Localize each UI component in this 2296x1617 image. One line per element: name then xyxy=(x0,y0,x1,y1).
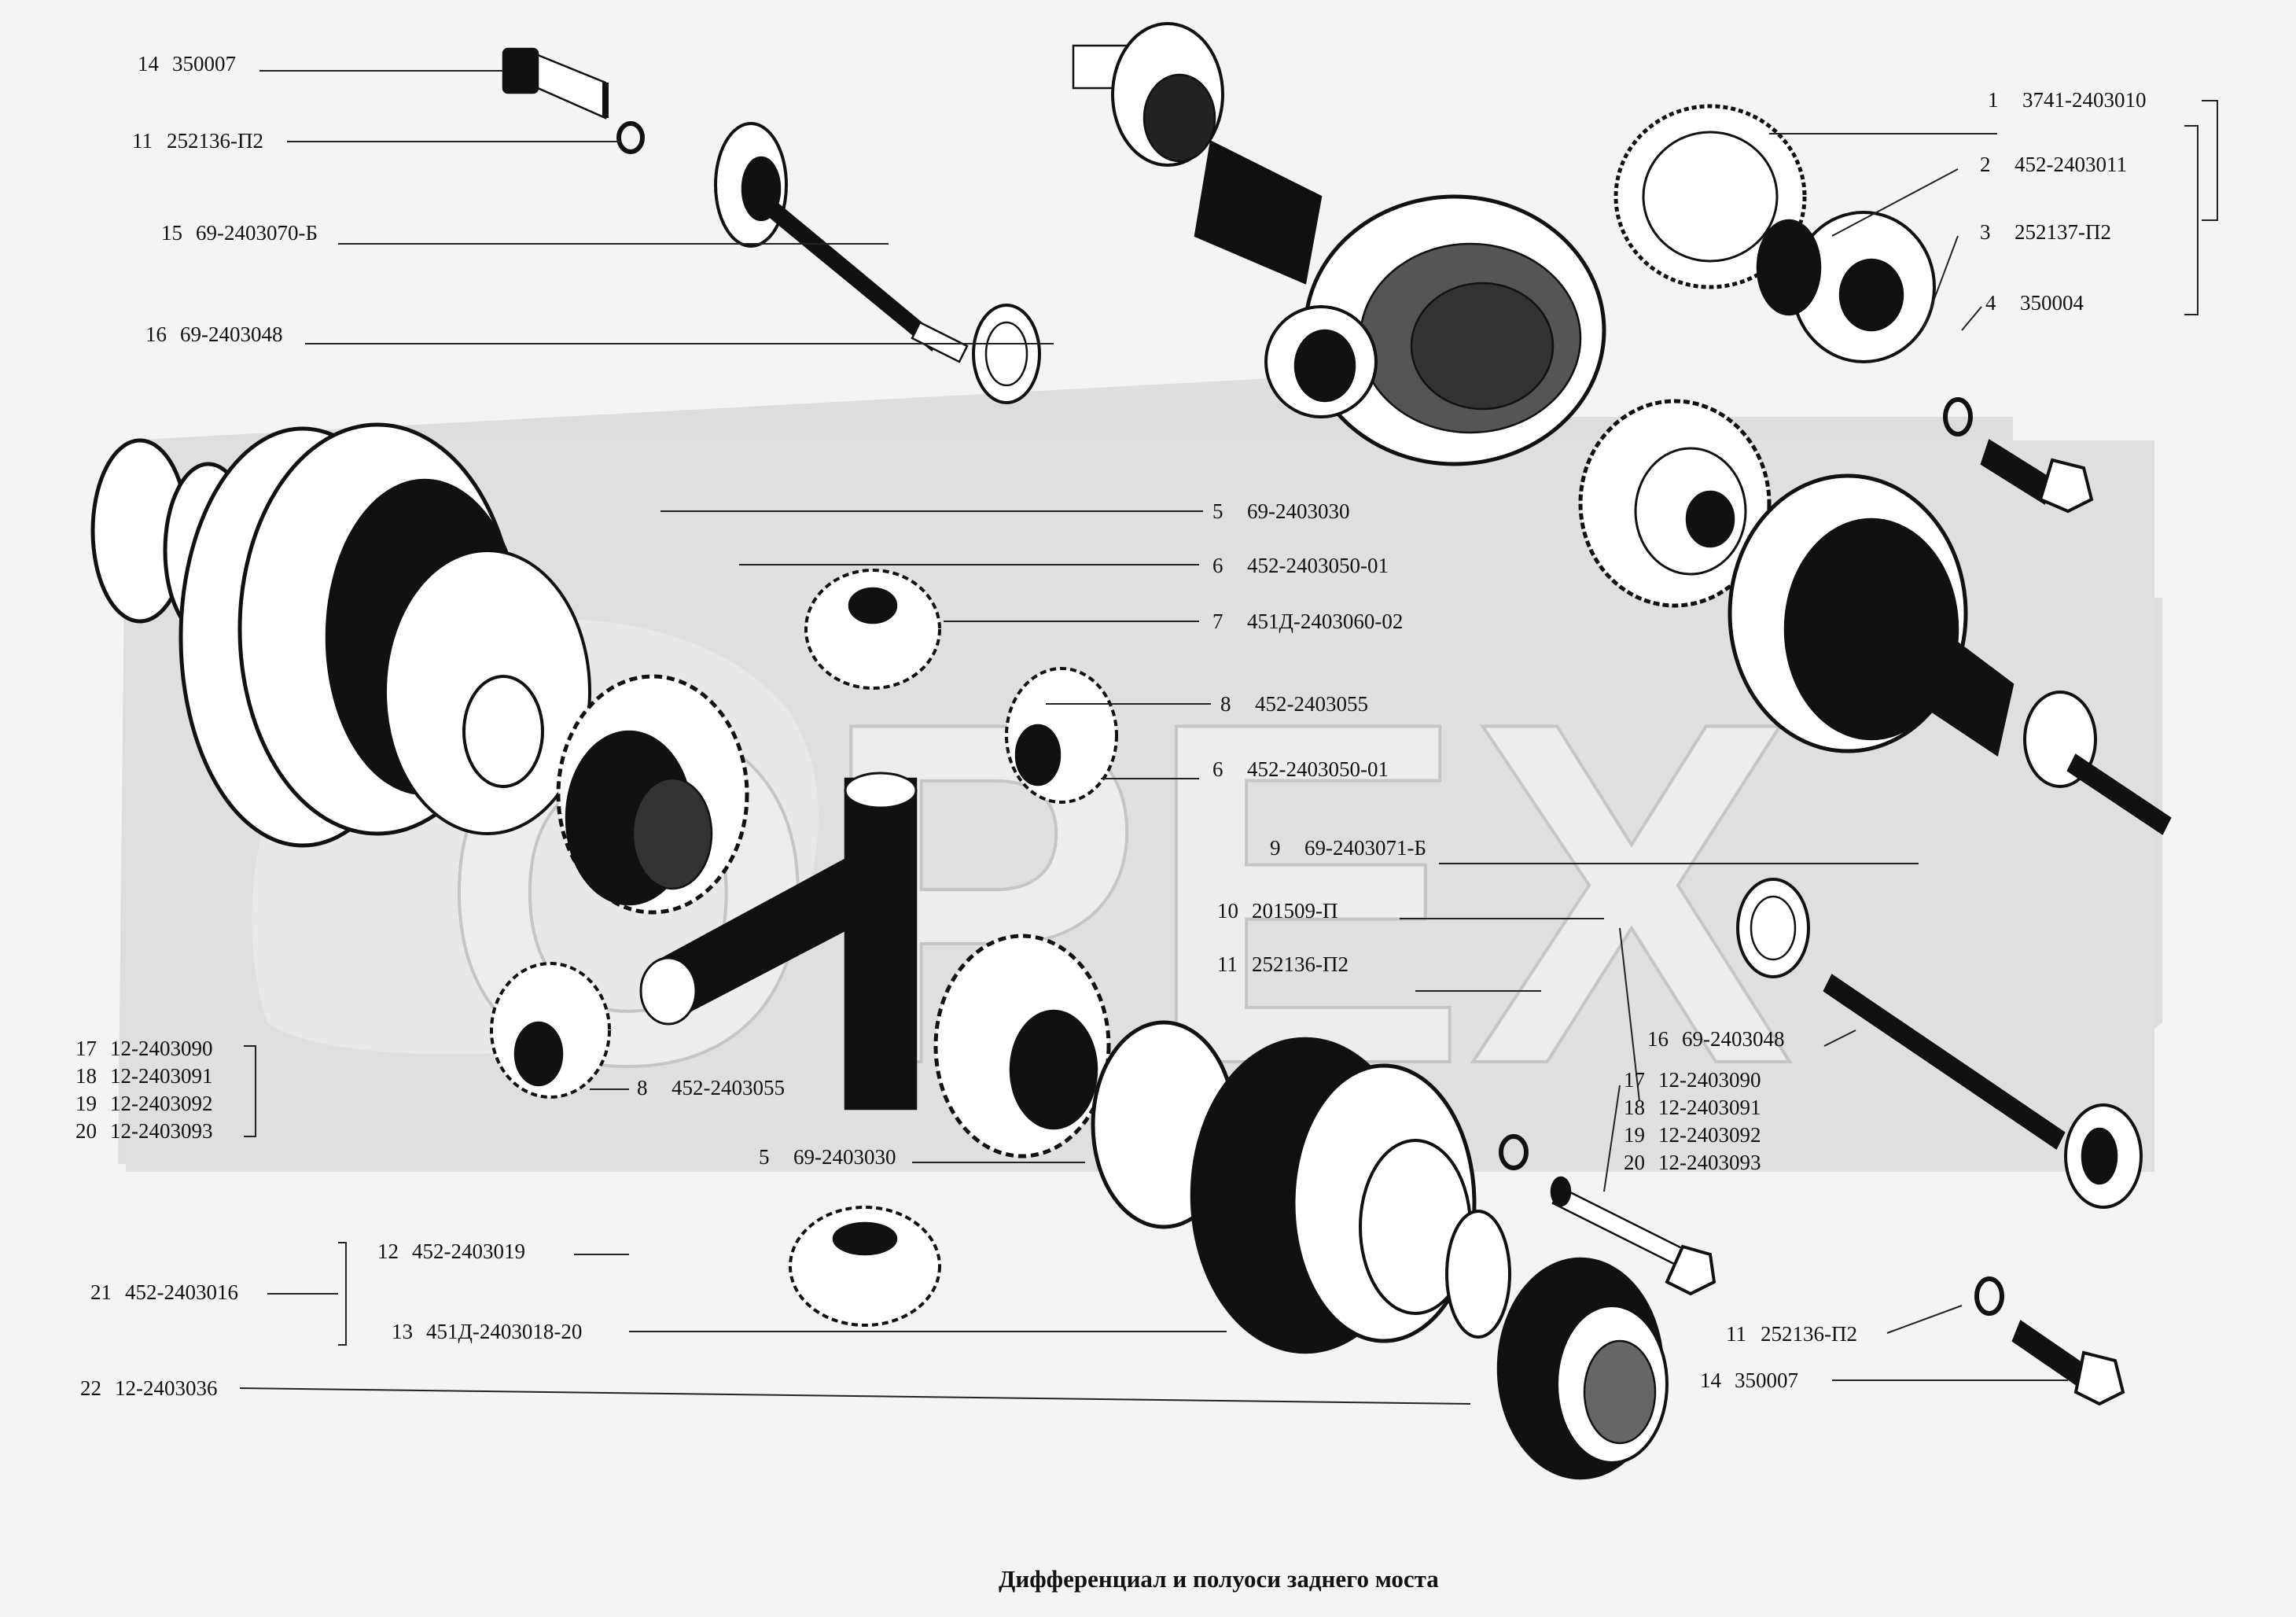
bearing-icon xyxy=(1496,1257,1669,1480)
cross-shaft-icon xyxy=(639,772,918,1111)
lock-washer-icon xyxy=(1499,1134,1529,1170)
pinion-gear-icon xyxy=(804,569,941,690)
side-gear-icon xyxy=(933,934,1111,1158)
bolt-icon xyxy=(502,47,609,120)
bolt-icon xyxy=(1980,439,2094,514)
differential-case-icon xyxy=(1756,211,1936,363)
side-gear-icon xyxy=(556,674,749,915)
carrier-assembly-icon xyxy=(1578,399,2172,835)
ring-gear-icon xyxy=(1613,104,1807,289)
lock-washer-icon xyxy=(1943,397,1973,436)
lock-washer-icon xyxy=(1974,1276,2004,1316)
lock-washer-icon xyxy=(616,121,645,154)
axle-shaft-icon xyxy=(714,122,969,363)
bolt-icon xyxy=(2011,1320,2125,1406)
bolt-icon xyxy=(1550,1176,1716,1296)
gasket-icon xyxy=(972,304,1041,404)
pinion-gear-icon xyxy=(789,1206,941,1327)
differential-case-half-icon xyxy=(1190,1037,1511,1354)
pinion-gear-icon xyxy=(1005,667,1118,804)
leader-lines xyxy=(239,70,2218,1405)
pinion-gear-icon xyxy=(490,962,611,1099)
axle-housing-icon xyxy=(1072,22,1606,466)
gasket-icon xyxy=(1736,878,1810,978)
axle-shaft-icon xyxy=(1823,974,2143,1209)
figure-caption: Дифференциал и полуоси заднего моста xyxy=(999,1565,1439,1593)
differential-case-half-icon xyxy=(178,422,591,848)
